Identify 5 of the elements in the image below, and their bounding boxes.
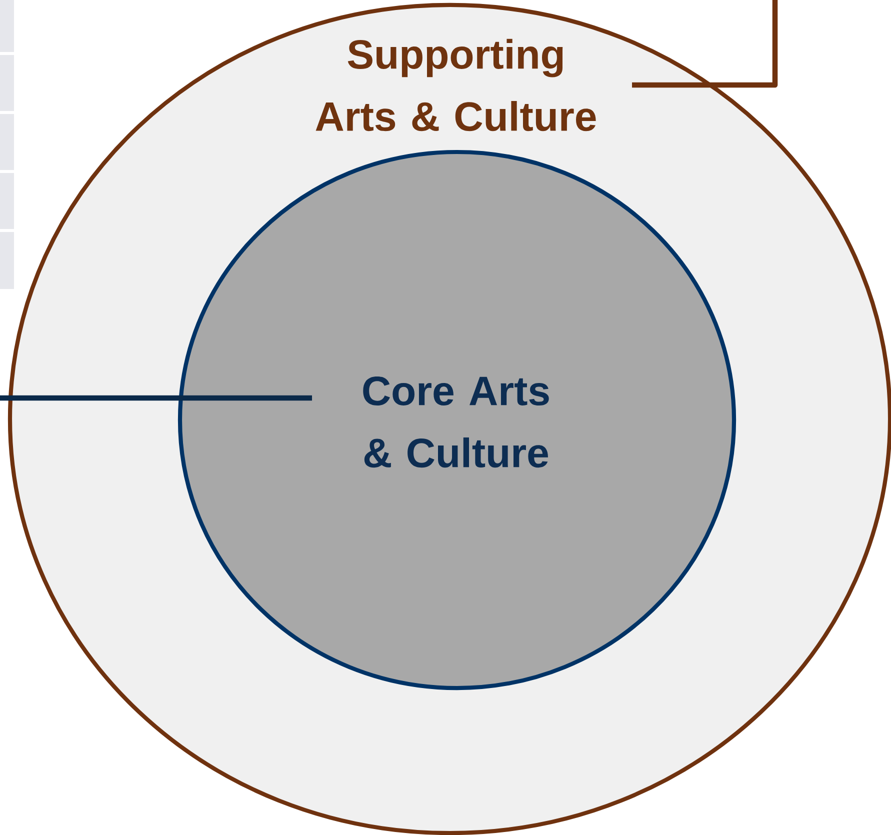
leader-line (0, 395, 312, 401)
inner-circle (178, 150, 736, 690)
circle-label: Core Arts & Culture (363, 376, 549, 468)
leader-line (632, 0, 778, 88)
circle-label: Supporting Arts & Culture (316, 38, 596, 132)
